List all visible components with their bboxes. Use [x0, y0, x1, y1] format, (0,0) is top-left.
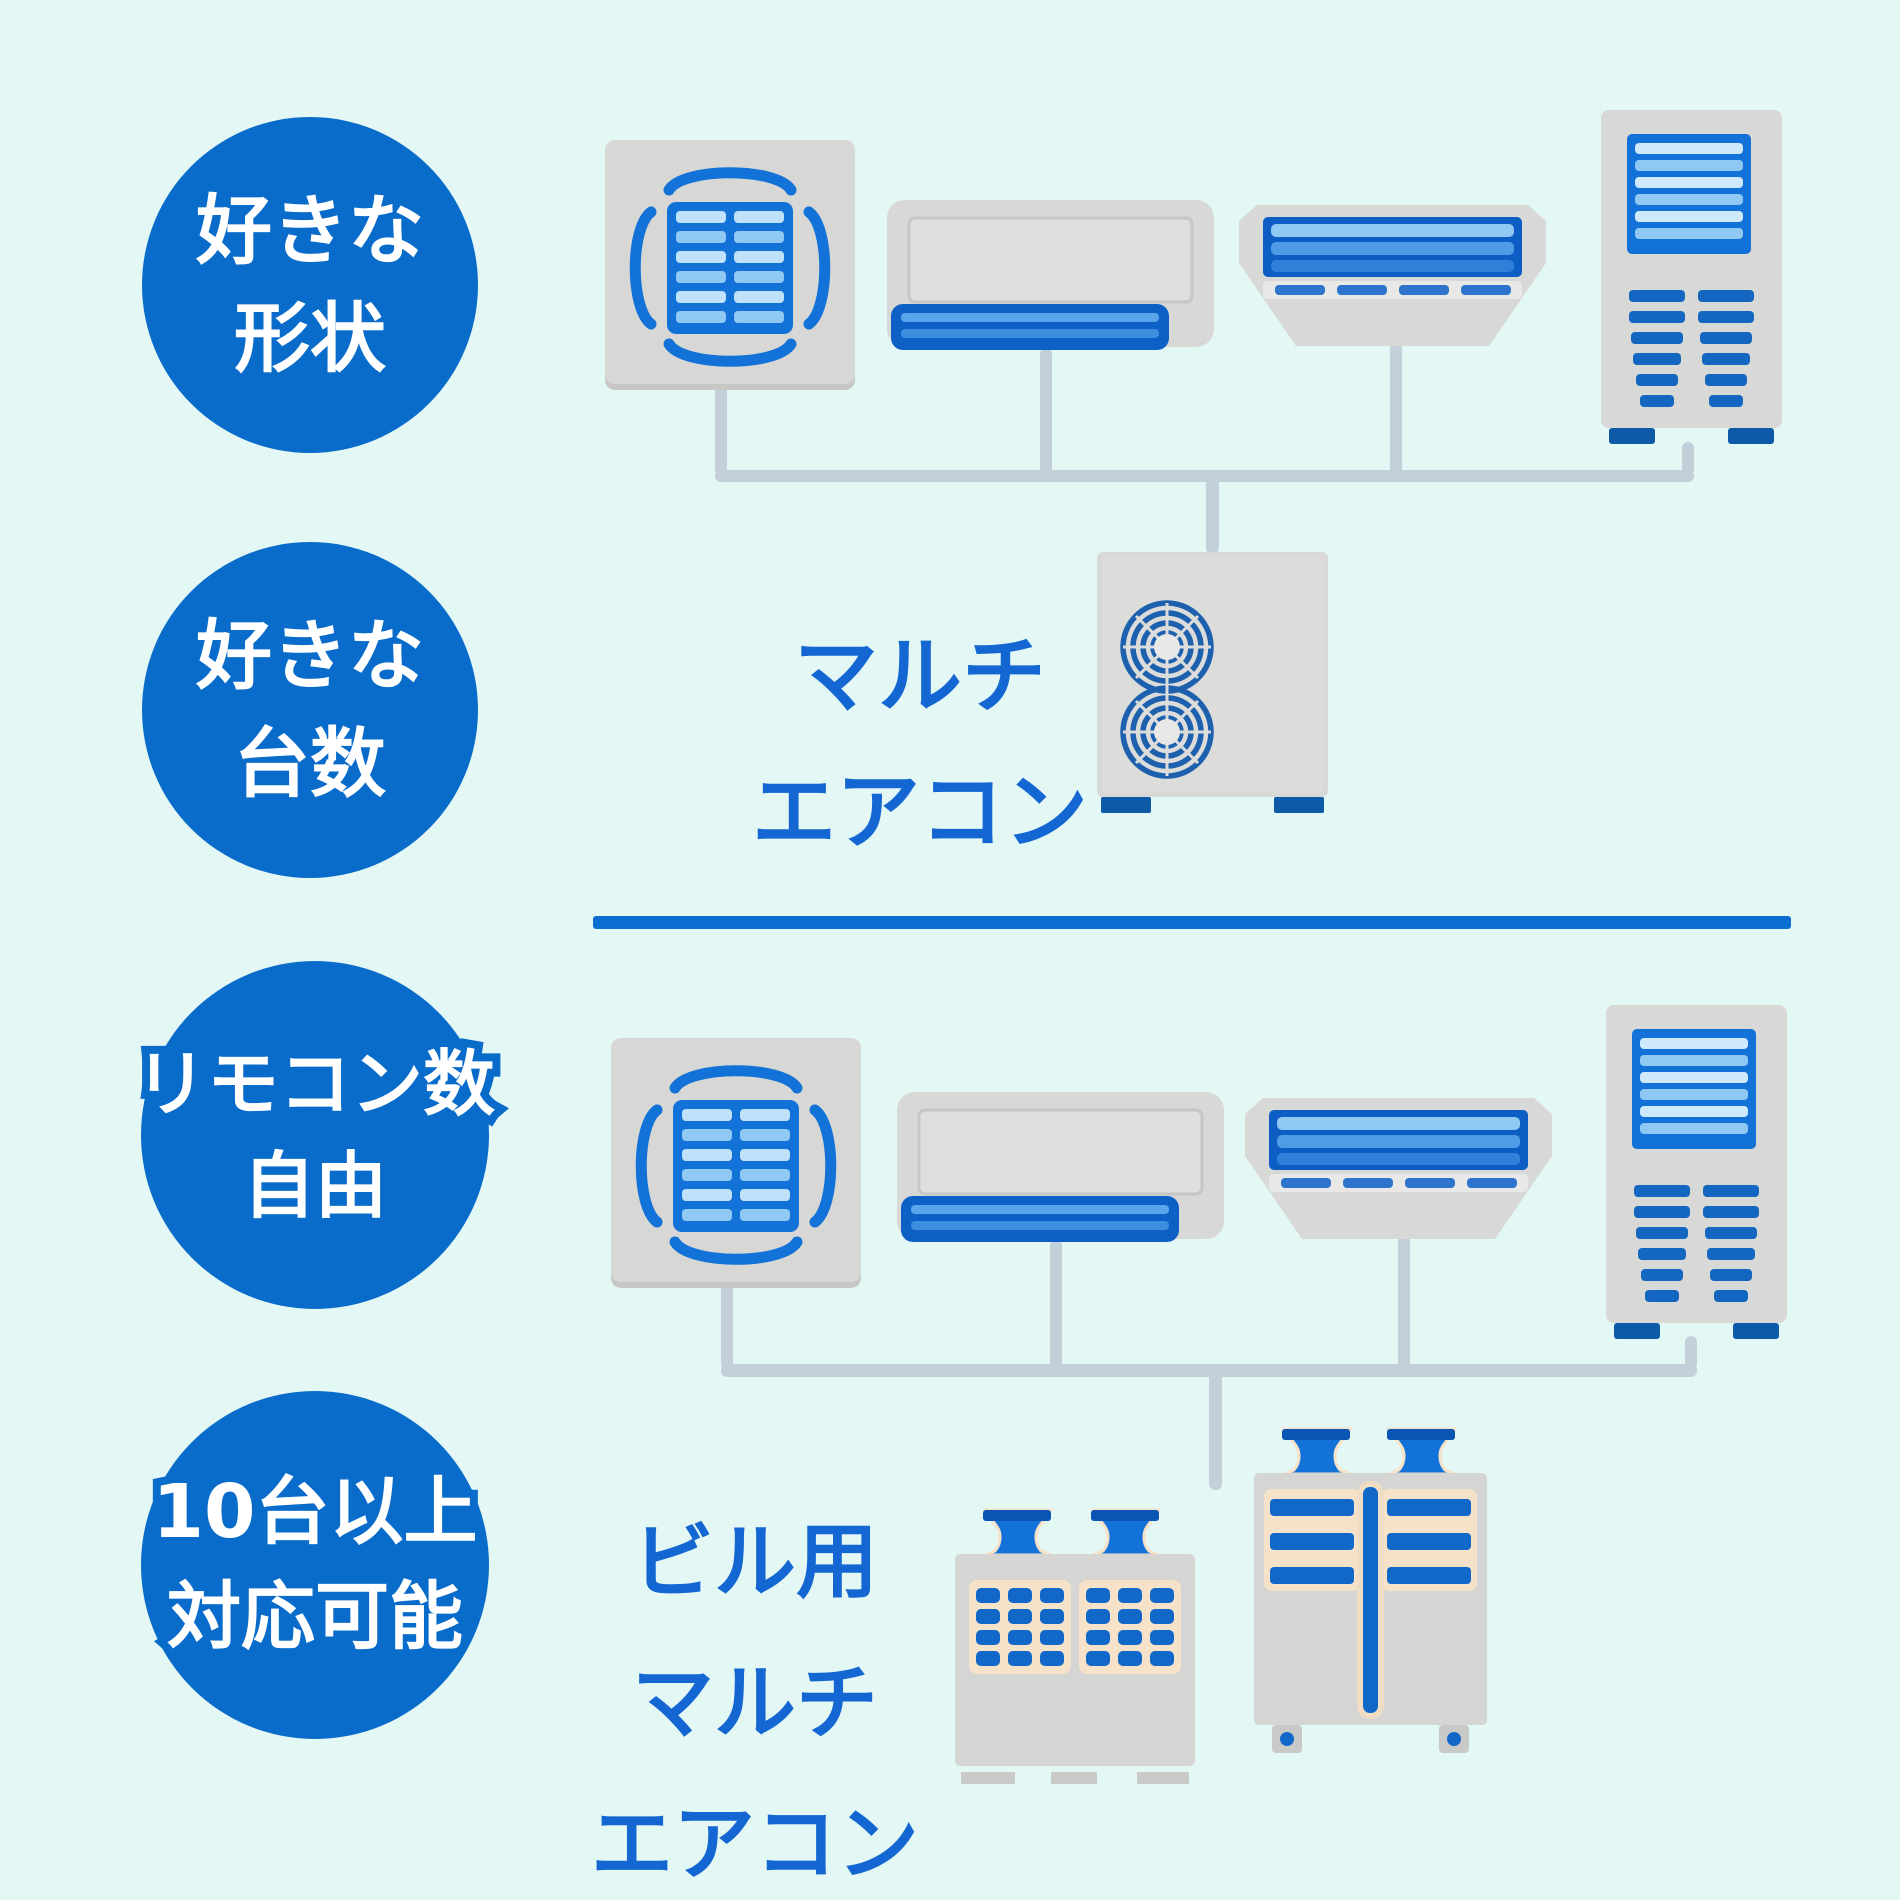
ceiling-suspended-unit-icon [1239, 205, 1546, 346]
refrigerant-bus-line [721, 1364, 1697, 1377]
refrigerant-line [1398, 1236, 1410, 1370]
badge-line: 10台以上 [145, 1461, 486, 1563]
refrigerant-line [1209, 1372, 1222, 1490]
refrigerant-line [715, 382, 727, 476]
ceiling-cassette-unit-icon [611, 1038, 861, 1288]
label-line: マルチ [631, 1656, 878, 1752]
refrigerant-line [1390, 342, 1402, 476]
badge-line: 自由 [235, 1136, 395, 1236]
feature-badge-ten-units: 10台以上 対応可能 [141, 1391, 489, 1739]
refrigerant-line [1206, 478, 1219, 554]
section-divider [593, 916, 1791, 929]
label-line: ビル用 [631, 1515, 878, 1610]
refrigerant-bus-line [715, 470, 1694, 482]
badge-line: 好きな [196, 186, 424, 276]
badge-line: 台数 [234, 719, 386, 808]
building-multi-outdoor-tower-icon [1254, 1427, 1487, 1793]
badge-line: 形状 [234, 294, 386, 383]
badge-line: 対応可能 [159, 1566, 471, 1668]
badge-line: 好きな [196, 611, 424, 701]
building-multi-aircon-label: ビル用 マルチ エアコン [590, 1492, 920, 1900]
floor-standing-unit-icon [1606, 1005, 1787, 1341]
building-multi-outdoor-unit-icon [955, 1508, 1195, 1784]
feature-badge-shape: 好きな 形状 [142, 117, 478, 453]
wall-mounted-unit-icon [897, 1092, 1224, 1245]
label-line: マルチ [793, 627, 1046, 725]
wall-mounted-unit-icon [887, 200, 1214, 353]
label-line: エアコン [590, 1797, 919, 1893]
multi-aircon-label: マルチ エアコン [752, 608, 1088, 880]
refrigerant-line [1040, 348, 1052, 476]
feature-badge-count: 好きな 台数 [142, 542, 478, 878]
floor-standing-unit-icon [1601, 110, 1782, 446]
refrigerant-line [1050, 1240, 1062, 1370]
refrigerant-line [721, 1282, 733, 1370]
ceiling-suspended-unit-icon [1245, 1098, 1552, 1239]
feature-badge-remotes: リモコン数 自由 [127, 961, 503, 1309]
refrigerant-line [1682, 442, 1694, 476]
multi-outdoor-unit-icon [1097, 552, 1328, 813]
label-line: エアコン [752, 763, 1089, 862]
badge-line: リモコン数 [127, 1034, 503, 1134]
ceiling-cassette-unit-icon [605, 140, 855, 390]
refrigerant-line [1685, 1336, 1697, 1370]
